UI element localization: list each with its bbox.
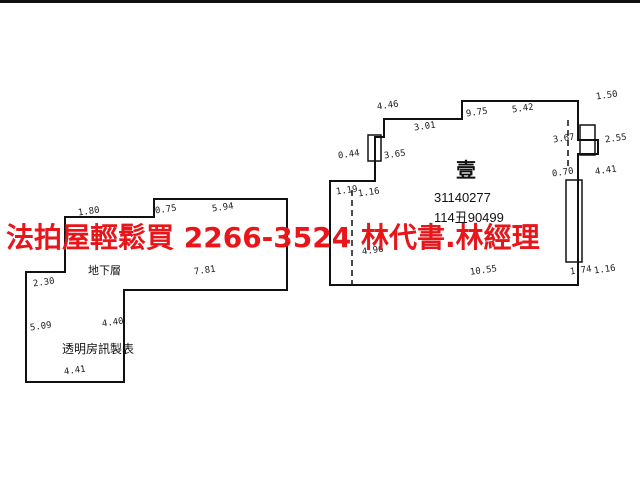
right-plan-outline xyxy=(329,100,599,286)
floor-label: 壹 xyxy=(456,160,476,182)
balcony-box xyxy=(579,124,596,156)
floor-label: 地下層 xyxy=(88,265,121,277)
caption: 透明房訊製表 xyxy=(62,342,135,356)
balcony-box xyxy=(367,134,382,162)
top-border xyxy=(0,0,640,3)
certificate-number: 114丑90499 xyxy=(434,210,504,225)
balcony-box xyxy=(565,179,583,263)
left-plan-outline xyxy=(25,198,288,383)
parcel-number: 31140277 xyxy=(434,190,491,205)
agency-watermark: 法拍屋輕鬆買 2266-3524 林代書.林經理 xyxy=(6,221,540,254)
